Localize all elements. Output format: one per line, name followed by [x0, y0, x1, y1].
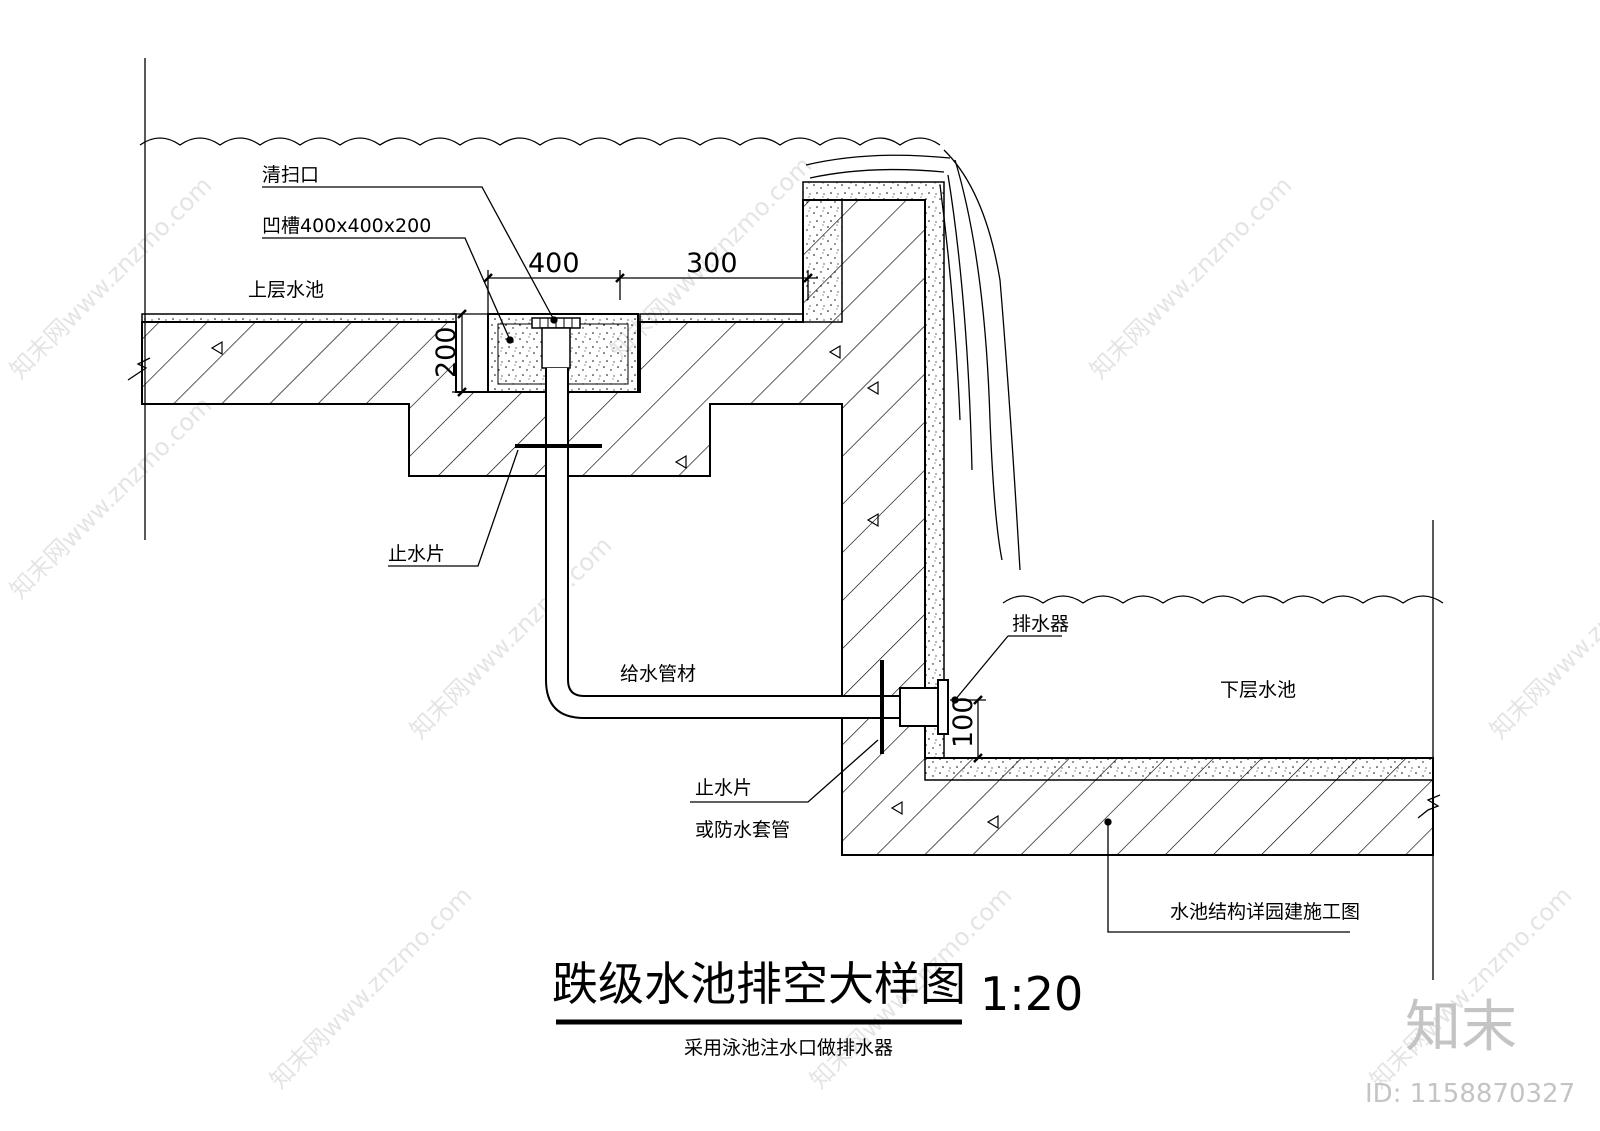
watermark-text: 知末网www.znzmo.com [264, 881, 477, 1094]
dim-100: 100 [948, 696, 979, 748]
brand-watermark: 知末 [1405, 995, 1517, 1060]
lower-screed [924, 757, 1434, 781]
drawing-subtitle: 采用泳池注水口做排水器 [684, 1037, 893, 1059]
dimension-400-300 [483, 270, 818, 314]
watermark-text: 知末网www.znzmo.com [1364, 881, 1577, 1094]
leader-lines [262, 186, 1350, 933]
label-cleanout: 清扫口 [262, 164, 319, 186]
watermark-text: 知末网www.znzmo.com [4, 391, 217, 604]
dim-400: 400 [528, 248, 580, 279]
break-mark-left [127, 357, 151, 381]
concrete-structure [141, 199, 1434, 856]
label-drain-device: 排水器 [1012, 613, 1069, 635]
drawing-scale: 1:20 [980, 967, 1083, 1021]
label-recess: 凹槽400x400x200 [262, 215, 431, 237]
waterfall [805, 149, 1021, 571]
drain-device [937, 679, 949, 735]
lower-water-surface [1002, 595, 1444, 604]
label-supply-pipe: 给水管材 [620, 663, 696, 685]
dim-200: 200 [431, 326, 462, 378]
dim-300: 300 [686, 248, 738, 279]
drawing-title: 跌级水池排空大样图 [552, 957, 966, 1011]
watermark-text: 知末网www.znzmo.com [1084, 171, 1297, 384]
brand-id: ID: 1158870327 [1365, 1079, 1575, 1109]
upper-water-surface [139, 137, 941, 146]
break-mark-right [1417, 794, 1441, 819]
concrete-markers [210, 340, 999, 830]
dimension-200 [452, 309, 488, 397]
label-water-stop-upper: 止水片 [388, 543, 445, 565]
label-lower-pool: 下层水池 [1220, 679, 1296, 701]
label-structure-note: 水池结构详园建施工图 [1170, 901, 1360, 923]
watermark-text: 知末网www.znzmo.com [1484, 531, 1600, 744]
label-water-stop-lower: 止水片 [695, 777, 752, 799]
label-upper-pool: 上层水池 [248, 279, 324, 301]
label-waterproof-sleeve: 或防水套管 [695, 819, 790, 841]
upper-screed [141, 313, 457, 323]
pipe-fitting [899, 687, 939, 727]
